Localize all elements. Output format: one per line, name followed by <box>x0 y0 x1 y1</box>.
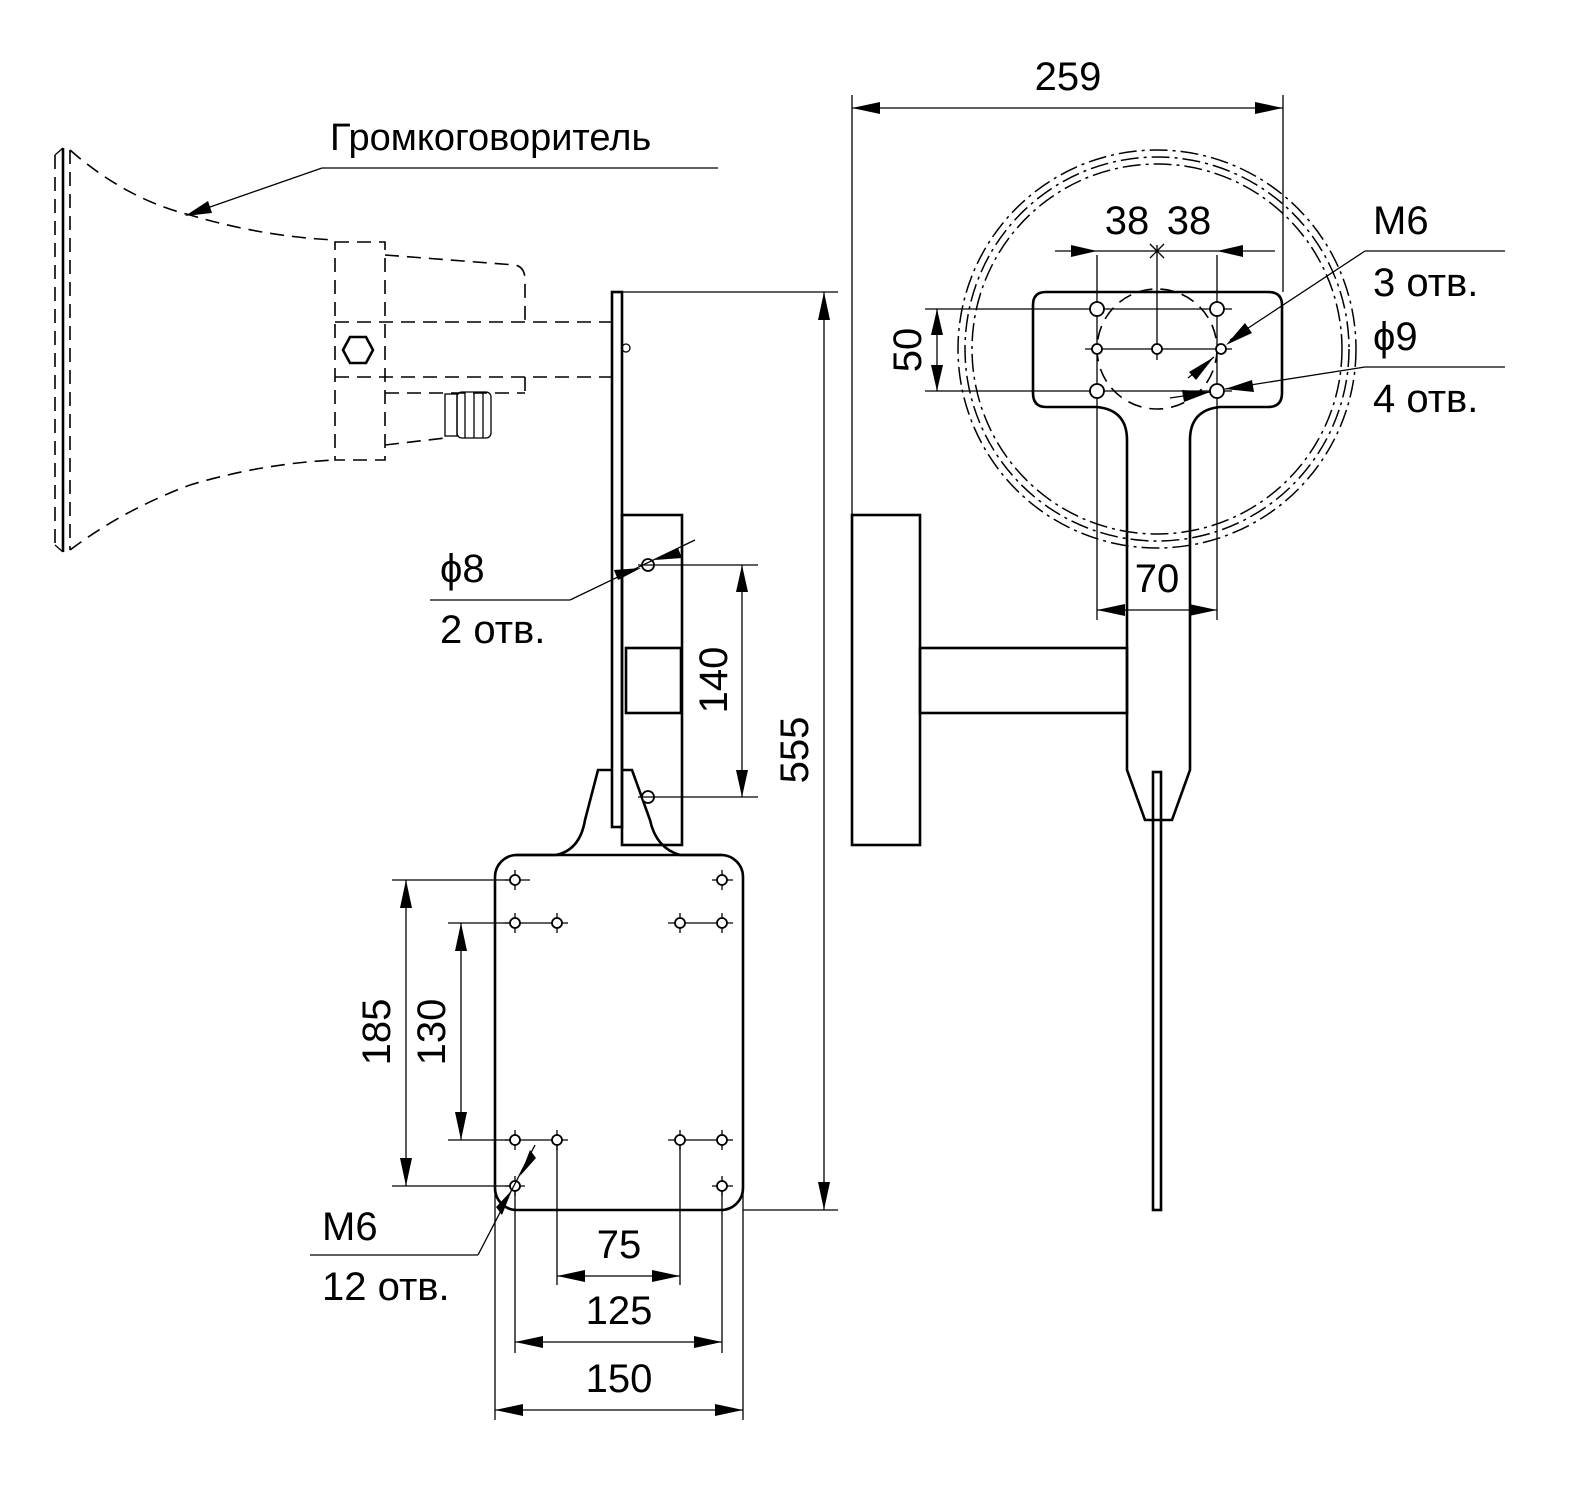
d9-bracket-label: ϕ9 <box>1373 315 1418 359</box>
dim-140-label: 140 <box>692 647 736 714</box>
dim-555-label: 555 <box>773 717 817 784</box>
loudspeaker-callout: Громкоговоритель <box>185 117 718 216</box>
dim-75-label: 75 <box>597 1223 642 1267</box>
dim-259-label: 259 <box>1035 55 1102 99</box>
cable-gland <box>444 391 492 439</box>
dim-130: 130 <box>410 922 510 1141</box>
m6-bracket-label: M6 <box>1373 199 1429 243</box>
dim-185-label: 185 <box>355 999 399 1066</box>
dim-38-right-label: 38 <box>1167 199 1212 243</box>
dim-259: 259 <box>851 55 1284 515</box>
dim-140: 140 <box>692 565 748 797</box>
m6-bracket-callout: M6 3 отв. <box>1187 199 1505 380</box>
dim-50-label: 50 <box>886 328 930 373</box>
dim-38-left-label: 38 <box>1105 199 1150 243</box>
bracket-side-view <box>493 290 745 1212</box>
dim-185: 185 <box>355 879 510 1187</box>
loudspeaker-phantom <box>54 147 612 553</box>
dim-38-38: 38 38 <box>1055 199 1275 259</box>
m6-plate-count: 12 отв. <box>322 1265 450 1309</box>
dim-125: 125 <box>514 1190 723 1353</box>
dim-70-label: 70 <box>1135 557 1180 601</box>
dim-50: 50 <box>886 309 943 391</box>
m6-plate-label: M6 <box>322 1205 378 1249</box>
m6-bracket-count: 3 отв. <box>1373 261 1478 305</box>
dim-150-label: 150 <box>586 1357 653 1401</box>
m6-plate-callout: M6 12 отв. <box>310 1144 536 1309</box>
dim-70: 70 <box>1097 557 1217 616</box>
d8-count: 2 отв. <box>440 608 545 652</box>
d8-callout: ϕ8 2 отв. <box>430 539 696 652</box>
dim-150: 150 <box>494 1190 744 1420</box>
bracket-holes <box>1089 301 1227 399</box>
dim-75: 75 <box>556 1145 681 1285</box>
wall-holes <box>638 558 758 804</box>
d9-bracket-callout: ϕ9 4 отв. <box>1169 315 1505 421</box>
d9-bracket-count: 4 отв. <box>1373 377 1478 421</box>
loudspeaker-label: Громкоговоритель <box>330 117 651 159</box>
dim-125-label: 125 <box>586 1289 653 1333</box>
dim-555: 555 <box>622 291 838 1211</box>
d8-label: ϕ8 <box>440 547 485 591</box>
plate-holes <box>505 870 733 1196</box>
dim-130-label: 130 <box>410 999 454 1066</box>
